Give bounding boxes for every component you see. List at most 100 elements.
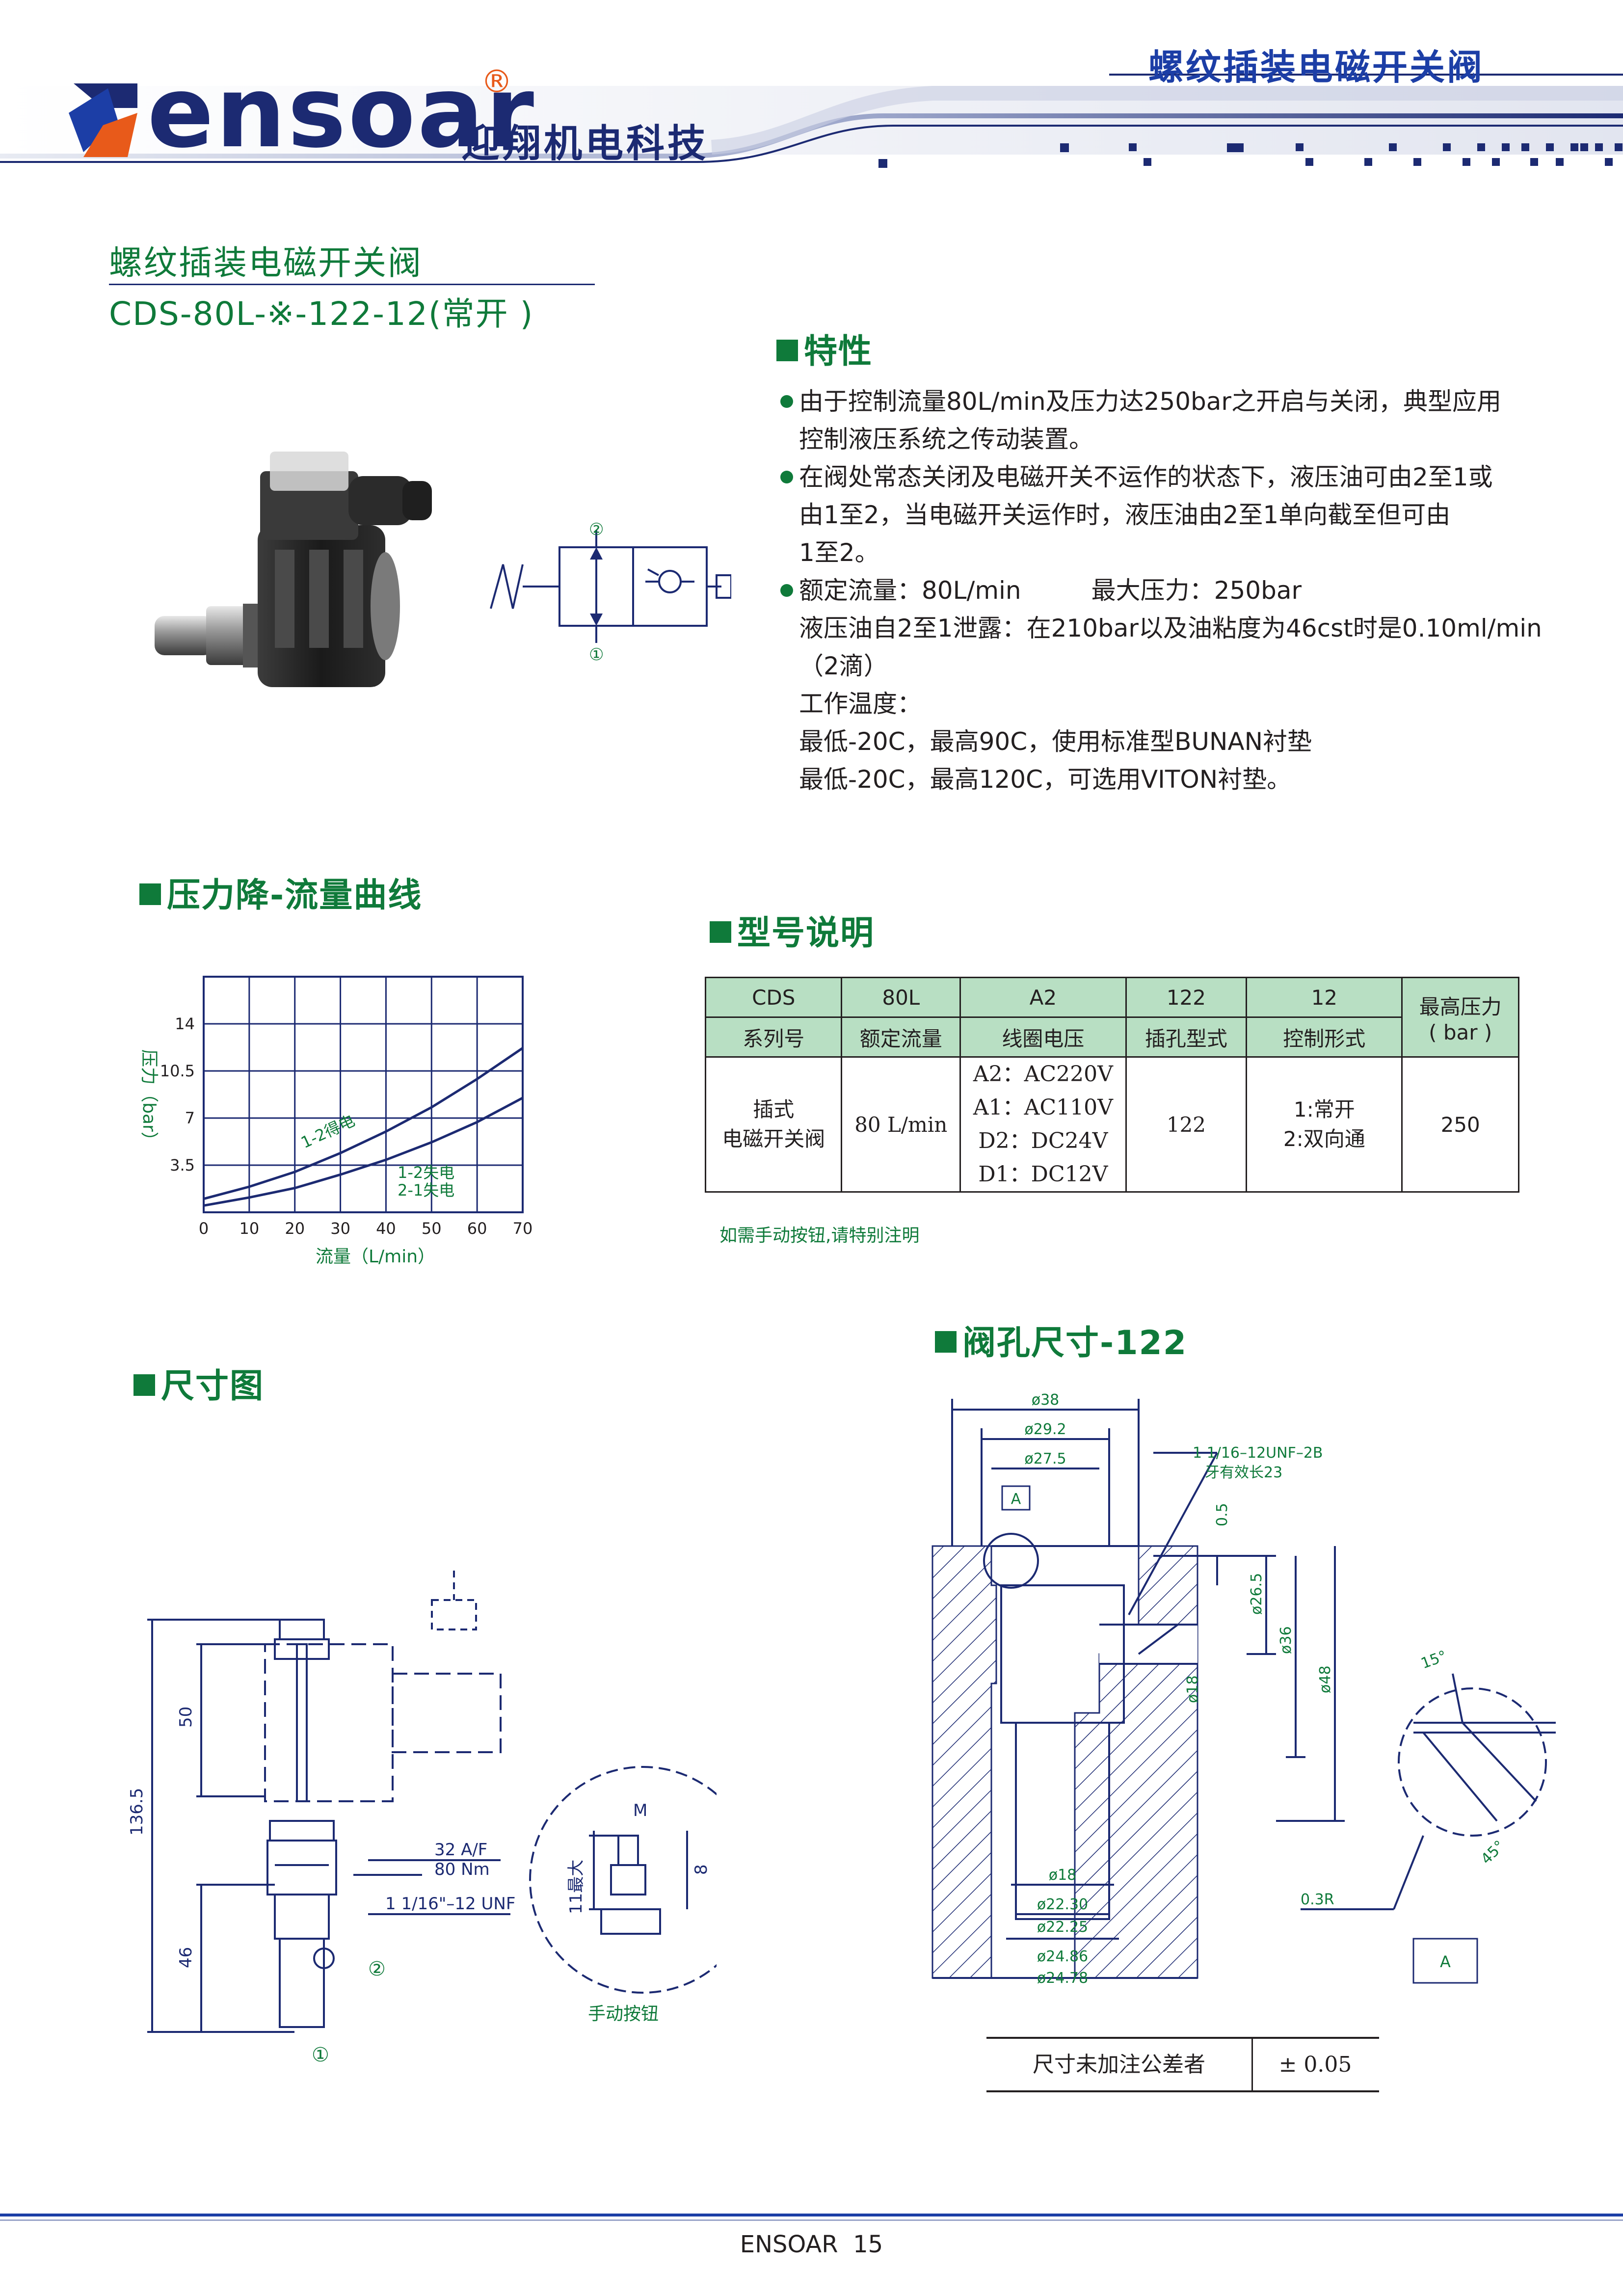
dim-d22-25: ø22.25 (1037, 1919, 1088, 1936)
dimension-drawing: 136.5 50 46 32 A/F 80 Nm 1 1/16"–12 UNF … (128, 1571, 717, 2066)
section-square-icon (133, 1374, 155, 1396)
thread-label: 1 1/16"–12 UNF (385, 1894, 515, 1914)
dim-d24-86: ø24.86 (1037, 1948, 1088, 1965)
bullet-icon (780, 584, 793, 597)
feature-line: 液压油自2至1泄露：在210bar以及油粘度为46cst时是0.10ml/min (799, 614, 1542, 642)
x-tick-label: 30 (330, 1219, 350, 1238)
feature-line: 工作温度： (799, 690, 922, 718)
table-cell: 插孔型式 (1125, 1016, 1248, 1058)
cavity-heading: 阀孔尺寸-122 (935, 1315, 1187, 1364)
feature-line: 最低-20C，最高90C，使用标准型BUNAN衬垫 (799, 727, 1312, 756)
table-cell: 122 (1125, 1056, 1248, 1193)
datum-a-label: A (1011, 1491, 1021, 1508)
brand-logo-text: ensoar (147, 55, 536, 170)
table-cell: CDS (704, 977, 843, 1018)
symbol-port2: ② (589, 520, 604, 539)
header-decoration (0, 74, 1623, 168)
dim-d18: ø18 (1049, 1867, 1077, 1884)
port2-label: ② (368, 1958, 386, 1980)
dim-136-5: 136.5 (128, 1788, 147, 1836)
product-photo (155, 452, 432, 687)
series-line-1 (203, 1047, 524, 1200)
dim-d24-78: ø24.78 (1037, 1970, 1088, 1987)
y-tick-label: 10.5 (160, 1062, 195, 1080)
product-title: 螺纹插装电磁开关阀 (109, 244, 423, 283)
section-square-icon (139, 883, 161, 906)
feature-line: 最低-20C，最高120C，可选用VITON衬垫。 (799, 765, 1292, 794)
feature-line: 由于控制流量80L/min及压力达250bar之开启与关闭，典型应用 (780, 383, 1546, 421)
footer-rule-thin (0, 2219, 1623, 2221)
table-cell: 线圈电压 (959, 1016, 1127, 1058)
feature-line: 控制液压系统之传动装置。 (799, 425, 1093, 454)
feature-line: 额定流量：80L/min 最大压力：250bar (780, 572, 1546, 610)
datum-a-box-2 (1412, 1938, 1478, 1984)
angle-45: 45° (1478, 1837, 1508, 1868)
dim-d26-5: ø26.5 (1248, 1573, 1265, 1615)
series-label-2: 1-2失电 (398, 1163, 454, 1182)
datum-a-box (1001, 1485, 1031, 1511)
tolerance-label: 尺寸未加注公差者 (986, 2039, 1253, 2090)
thread-spec-label: 1 1/16–12UNF–2B (1193, 1444, 1323, 1462)
dim-d29-2: ø29.2 (1024, 1421, 1066, 1438)
plot-frame (203, 976, 524, 1213)
registered-mark: ® (481, 64, 512, 100)
model-table: CDS 80L A2 122 12 最高压力( bar ) 系列号 额定流量 线… (704, 977, 1519, 1193)
table-cell: 250 (1401, 1056, 1519, 1193)
dim-d38: ø38 (1032, 1391, 1060, 1409)
tolerance-value: ± 0.05 (1278, 2052, 1352, 2077)
table-cell: A2 (959, 977, 1127, 1018)
feature-line: 1至2。 (799, 538, 879, 567)
model-heading: 型号说明 (710, 906, 875, 954)
chart-series (203, 1047, 524, 1207)
y-tick-label: 14 (175, 1015, 195, 1033)
table-cell: 80 L/min (841, 1056, 961, 1193)
footer-rule (0, 2214, 1623, 2216)
features-heading: 特性 (776, 324, 873, 373)
cavity-drawing: ø38 ø29.2 ø27.5 1 1/16–12UNF–2B 牙有效长23 A… (931, 1391, 1556, 1987)
table-cell: 122 (1125, 977, 1248, 1018)
table-cell: 80L (841, 977, 961, 1018)
dim-d22-30: ø22.30 (1037, 1896, 1088, 1913)
table-cell: 额定流量 (841, 1016, 961, 1058)
table-cell: 插式电磁开关阀 (704, 1056, 843, 1193)
y-tick-label: 3.5 (170, 1156, 195, 1175)
dim-d48: ø48 (1317, 1665, 1334, 1693)
port1-label: ① (312, 2044, 329, 2066)
doc-category: 螺纹插装电磁开关阀 (1148, 47, 1485, 88)
y-axis-label: 压力（bar） (139, 1049, 159, 1149)
x-tick-label: 20 (285, 1219, 305, 1238)
angle-15: 15° (1419, 1647, 1449, 1672)
section-square-icon (776, 340, 798, 362)
dim-46: 46 (176, 1947, 196, 1968)
company-name: 迎翔机电科技 (461, 122, 709, 166)
series-label-3: 2-1失电 (398, 1181, 454, 1200)
tolerance-table: 尺寸未加注公差者 ± 0.05 (986, 2037, 1379, 2092)
y-tick-label: 7 (185, 1109, 195, 1127)
hydraulic-symbol: ② ① (490, 520, 731, 663)
max-pressure-header: 最高压力( bar ) (1401, 977, 1519, 1058)
table-row: 系列号 额定流量 线圈电压 插孔型式 控制形式 (704, 1016, 1519, 1058)
x-tick-label: 70 (513, 1219, 533, 1238)
torque-label: 80 Nm (434, 1860, 490, 1879)
hex-size-label: 32 A/F (434, 1840, 487, 1860)
datum-a-label-2: A (1440, 1952, 1451, 1971)
model-code: CDS-80L-※-122-12(常开 ) (109, 295, 534, 333)
dimension-heading: 尺寸图 (133, 1359, 264, 1407)
ensoar-logo-icon (69, 83, 137, 157)
features-list: 由于控制流量80L/min及压力达250bar之开启与关闭，典型应用 控制液压系… (780, 383, 1546, 799)
section-square-icon (935, 1331, 957, 1353)
m-label: M (633, 1801, 647, 1820)
feature-line: 在阀处常态关闭及电磁开关不运作的状态下，液压油可由2至1或 (780, 458, 1546, 496)
title-rule (109, 284, 595, 285)
radius-label: 0.3R (1301, 1891, 1334, 1908)
dim-d18-vertical: ø18 (1184, 1675, 1201, 1703)
feature-line: 由1至2，当电磁开关运作时，液压油由2至1单向截至但可由 (799, 501, 1451, 529)
curve-heading: 压力降-流量曲线 (139, 868, 422, 916)
dim-0-5: 0.5 (1214, 1503, 1231, 1526)
bullet-icon (780, 395, 793, 408)
x-tick-label: 50 (422, 1219, 442, 1238)
